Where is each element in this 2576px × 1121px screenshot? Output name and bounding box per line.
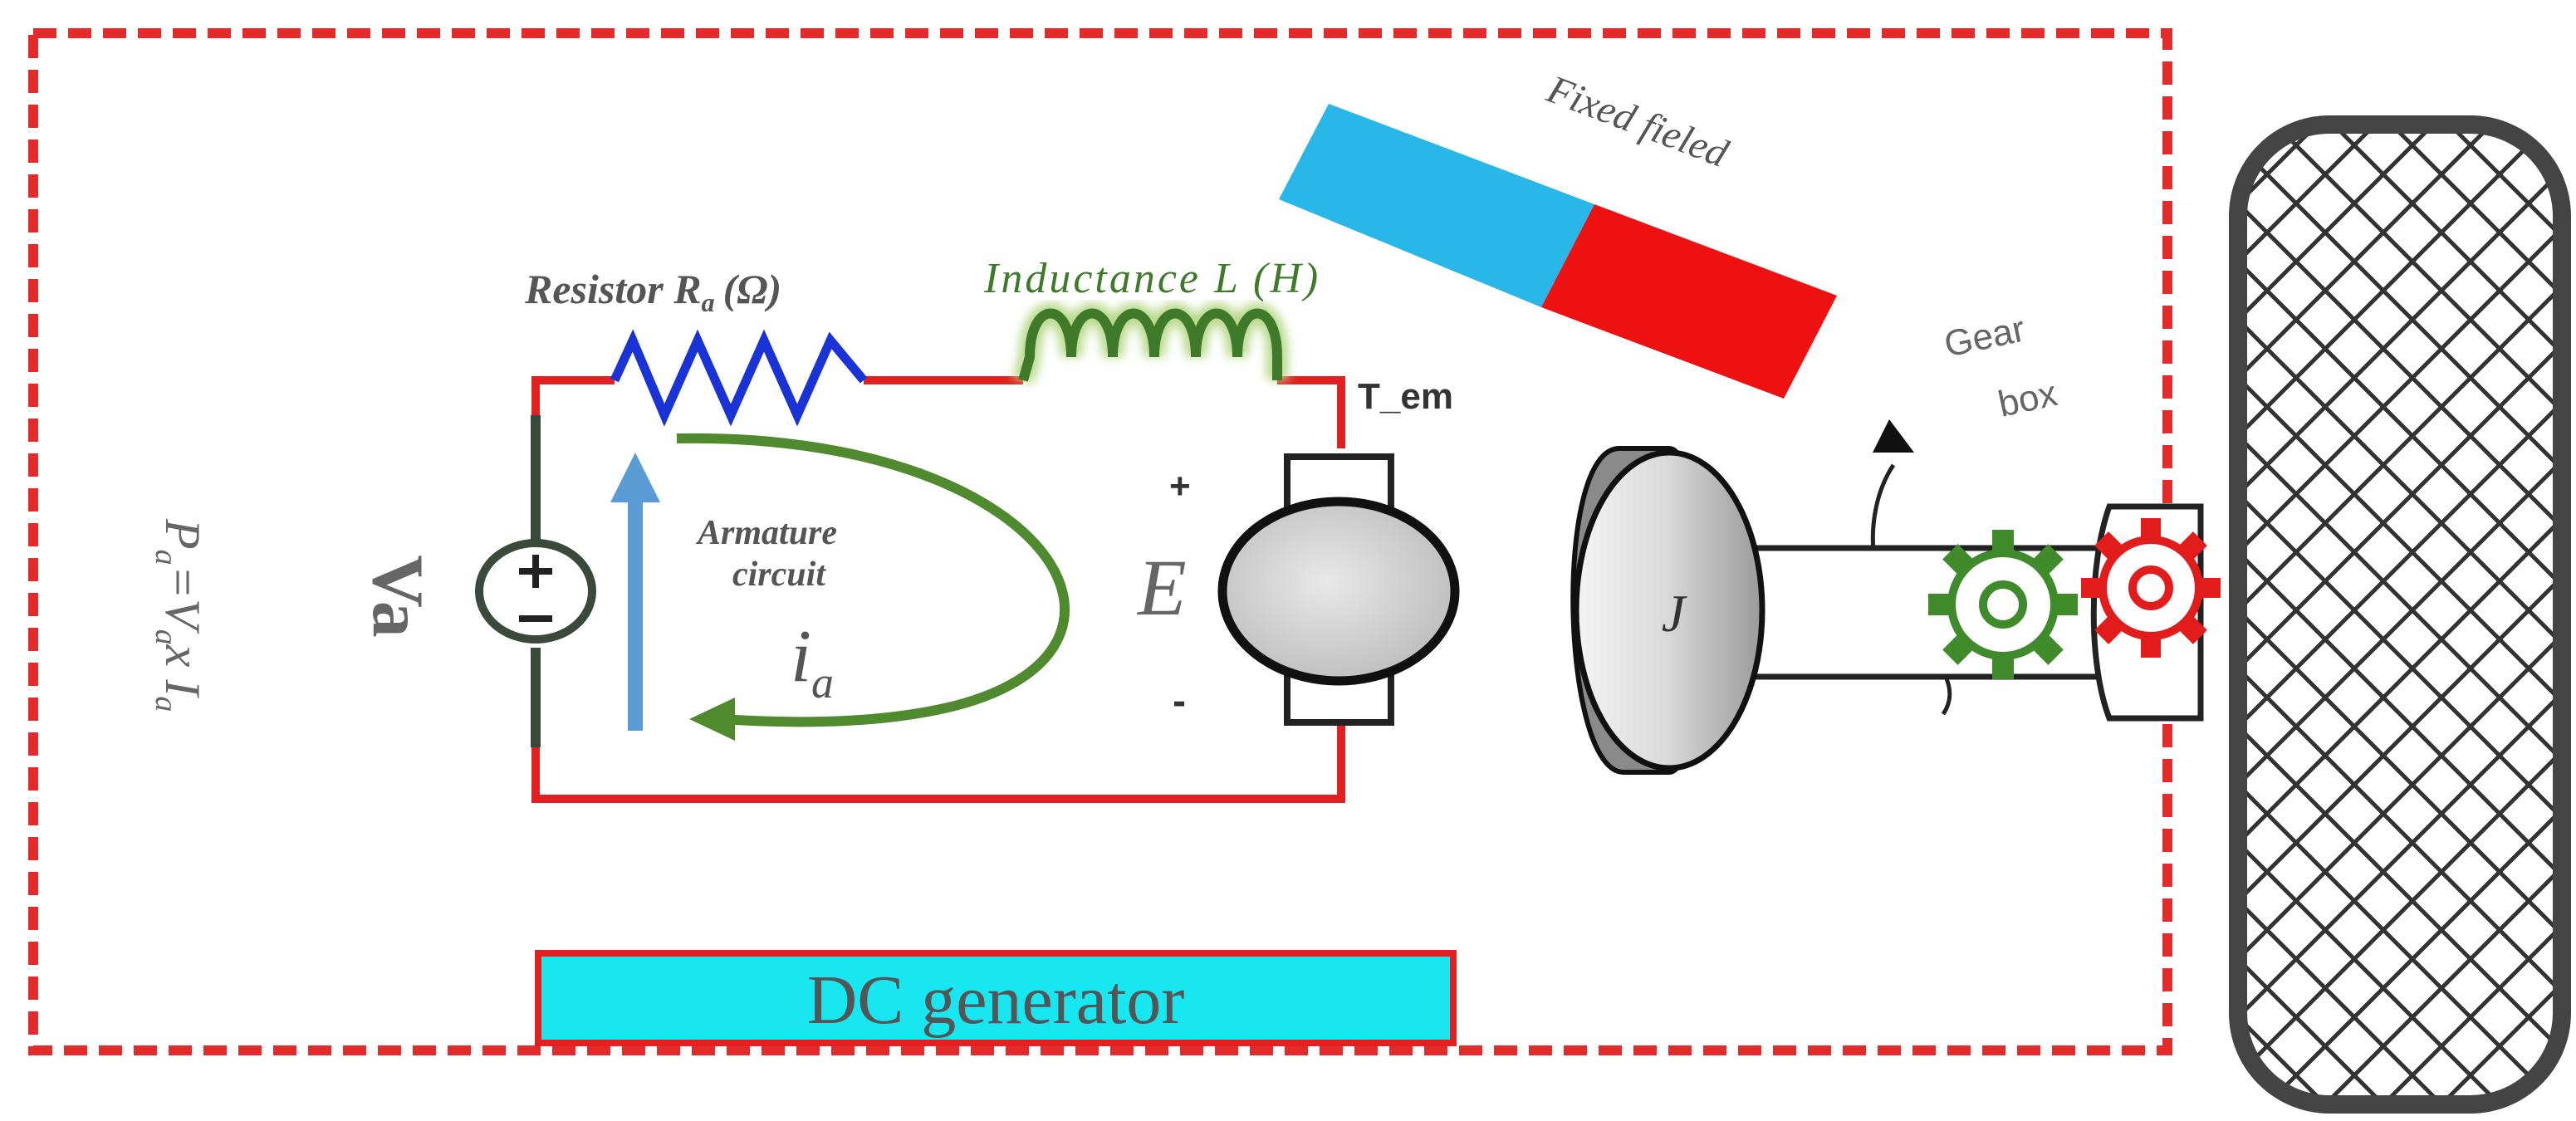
circuit-label: circuit bbox=[732, 556, 826, 594]
inductor-icon bbox=[1012, 302, 1288, 384]
emf-label: E bbox=[1136, 543, 1187, 632]
power-equation-label: Pa=Vax Ia bbox=[149, 518, 210, 712]
resistor-icon bbox=[610, 329, 868, 427]
fixed-field-label: Fixed fieled bbox=[1540, 66, 1735, 176]
current-flow-arrow bbox=[676, 433, 1070, 741]
dc-generator-label: DC generator bbox=[807, 962, 1185, 1039]
current-label: ia bbox=[791, 615, 834, 707]
inertia-label: J bbox=[1662, 584, 1687, 643]
armature-direction-arrow bbox=[610, 453, 660, 731]
dc-voltage-source-icon bbox=[475, 539, 596, 644]
flywheel-icon bbox=[1570, 446, 1765, 775]
t-em-label: T_em bbox=[1358, 376, 1453, 417]
gear-icon bbox=[2081, 518, 2221, 658]
dc-motor-icon bbox=[1217, 453, 1460, 726]
shaft bbox=[1732, 503, 2204, 722]
gear-label: Gear bbox=[1941, 309, 2029, 365]
armature-label: Armature bbox=[695, 514, 837, 552]
resistor-label: Resistor Ra(Ω) bbox=[524, 266, 781, 317]
plus-sign: + bbox=[1169, 466, 1191, 507]
system-boundary-frame bbox=[28, 28, 2172, 1055]
minus-sign: - bbox=[1173, 679, 1186, 723]
va-label: Va bbox=[357, 555, 438, 637]
tire-icon bbox=[2229, 115, 2571, 1114]
inductance-label: Inductance L (H) bbox=[983, 255, 1320, 302]
dc-generator-banner: DC generator bbox=[535, 950, 1457, 1046]
bar-magnet-icon bbox=[1279, 104, 1837, 399]
box-label: box bbox=[1995, 373, 2061, 425]
gear-icon bbox=[1928, 530, 2078, 679]
